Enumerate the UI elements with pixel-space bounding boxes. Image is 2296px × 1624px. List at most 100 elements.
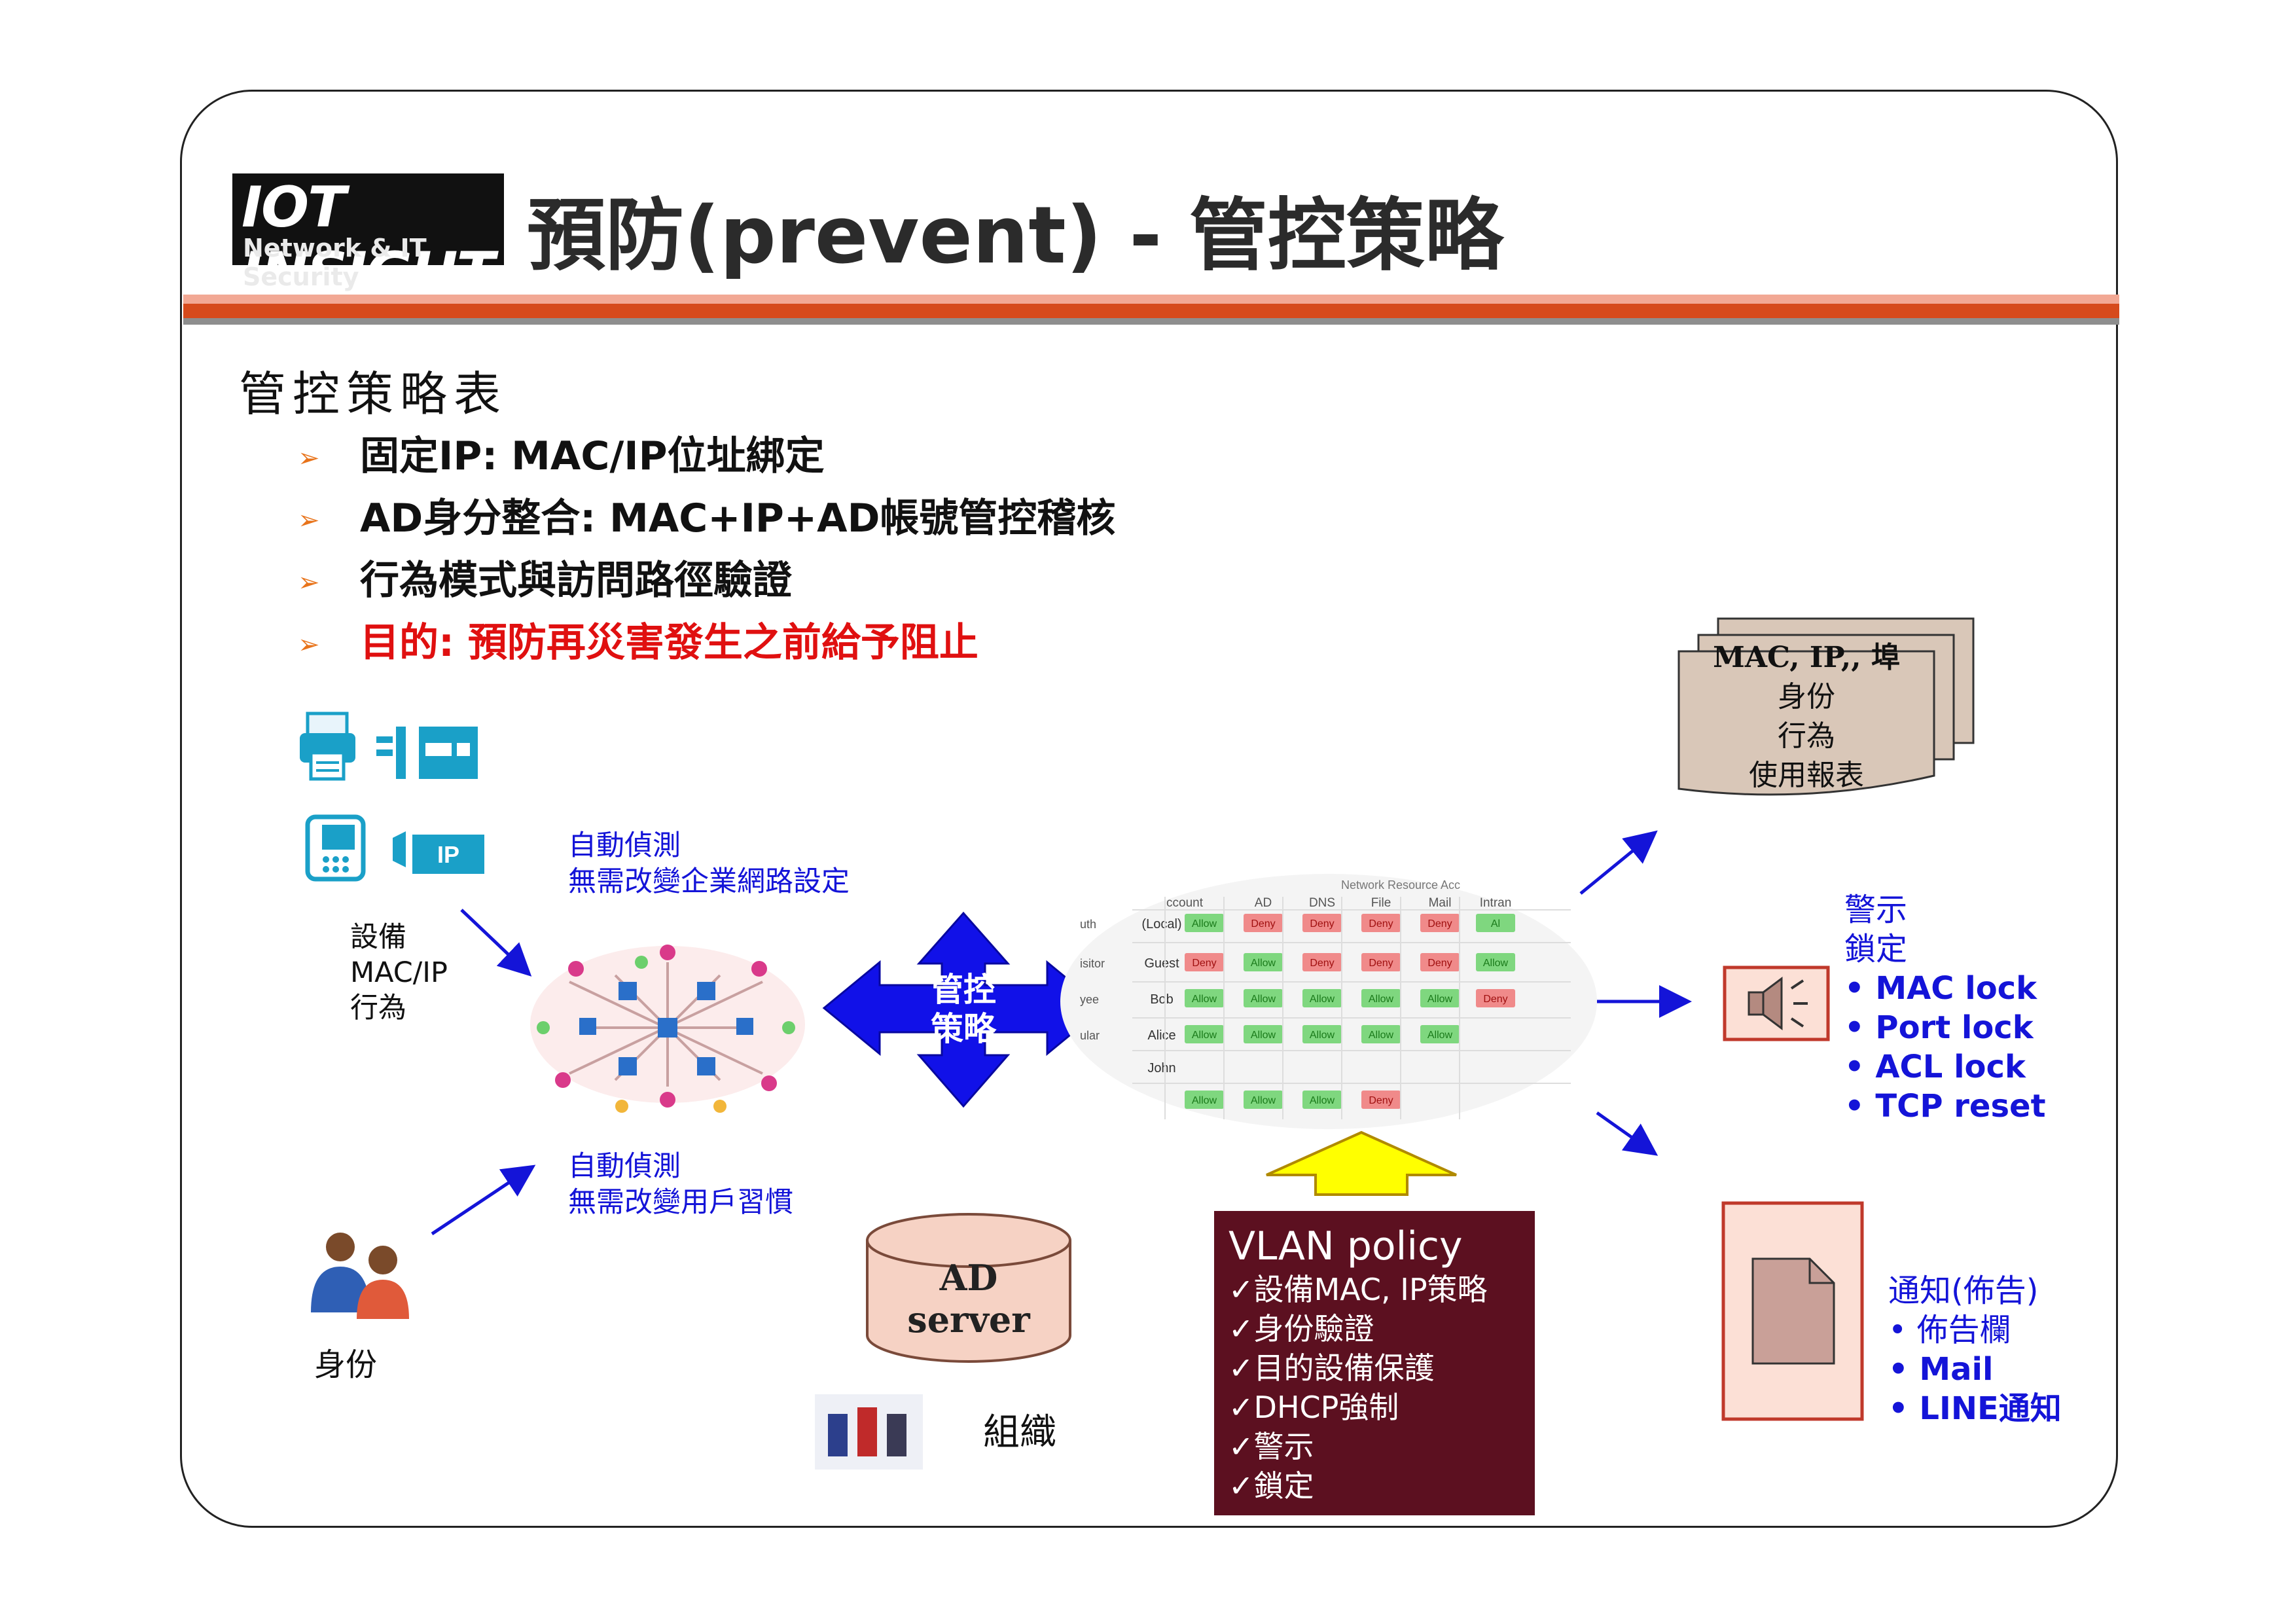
auto-detect-user-note: 自動偵測 無需改變用戶習慣 <box>568 1149 793 1221</box>
deny-cell <box>1361 1091 1401 1109</box>
notify-title: 通知(佈告) <box>1888 1272 2039 1309</box>
matrix-account-label: John <box>1147 1061 1175 1075</box>
bullet-text: AD身分整合: MAC+IP+AD帳號管控稽核 <box>360 496 1116 541</box>
matrix-cell-text: Allow <box>1483 958 1509 969</box>
notice-document-icon <box>1721 1201 1864 1421</box>
vlan-policy-item: ✓鎖定 <box>1229 1468 1314 1504</box>
policy-label-line: 管控 <box>931 971 996 1009</box>
bullet-item-goal: ➢目的: 預防再災害發生之前給予阻止 <box>298 611 978 668</box>
note-line: 自動偵測 <box>568 829 681 862</box>
matrix-account-label: Alice <box>1147 1028 1175 1043</box>
report-line: 身份 <box>1778 680 1835 713</box>
alert-item: • MAC lock <box>1844 970 2037 1007</box>
policy-center-label: 管控 策略 <box>911 970 1016 1049</box>
allow-cell <box>1185 1091 1224 1109</box>
allow-cell <box>1476 953 1515 971</box>
slide-frame <box>180 90 2118 1528</box>
matrix-cell-text: Allow <box>1251 1095 1276 1106</box>
arrow-identity-to-network <box>431 1164 536 1236</box>
report-line: 行為 <box>1778 719 1835 753</box>
matrix-cell-text: Allow <box>1192 918 1217 929</box>
matrix-group-label: uth <box>1080 918 1096 931</box>
arrow-bullet-icon: ➢ <box>298 568 320 598</box>
arrow-bullet-icon: ➢ <box>298 443 320 474</box>
matrix-cell-text: Allow <box>1192 1095 1217 1106</box>
matrix-cell-text: Allow <box>1427 994 1453 1005</box>
matrix-cell-text: Deny <box>1369 1095 1393 1106</box>
matrix-header-title: Network Resource Acc <box>1341 878 1460 892</box>
allow-cell <box>1361 989 1401 1007</box>
vlan-policy-item: ✓DHCP強制 <box>1229 1390 1399 1425</box>
title-bar-gray <box>183 318 2119 325</box>
allow-cell <box>1420 989 1460 1007</box>
vlan-policy-box: VLAN policy ✓設備MAC, IP策略 ✓身份驗證 ✓目的設備保護 ✓… <box>1214 1211 1535 1515</box>
matrix-cell-text: Allow <box>1427 1030 1453 1041</box>
matrix-cell-text: Deny <box>1310 918 1334 929</box>
bullet-item: ➢行為模式與訪問路徑驗證 <box>298 549 792 605</box>
logo-line2: Network & IT Security <box>243 234 427 291</box>
people-icon <box>311 1233 409 1319</box>
identity-label: 身份 <box>314 1346 378 1383</box>
matrix-cell-text: Allow <box>1310 1030 1335 1041</box>
bullet-text: 固定IP: MAC/IP位址綁定 <box>360 433 825 479</box>
deny-cell <box>1420 953 1460 971</box>
alert-item: • TCP reset <box>1844 1088 2046 1125</box>
alert-actions: 警示 鎖定 • MAC lock • Port lock • ACL lock … <box>1844 890 2046 1126</box>
report-line: MAC, IP,, 埠 <box>1713 641 1900 674</box>
organization-label: 組織 <box>983 1411 1056 1454</box>
matrix-cell-text: Deny <box>1310 958 1334 969</box>
deny-cell <box>1361 914 1401 932</box>
deny-cell <box>1302 953 1342 971</box>
allow-cell <box>1185 1025 1224 1043</box>
deny-cell <box>1302 914 1342 932</box>
device-icons: IP <box>300 712 484 882</box>
bullet-text: 目的: 預防再災害發生之前給予阻止 <box>360 620 978 666</box>
allow-cell <box>1185 989 1224 1007</box>
notify-item: • 佈告欄 <box>1888 1312 2011 1348</box>
matrix-cell-text: Deny <box>1192 958 1216 969</box>
auto-detect-network-note: 自動偵測 無需改變企業網路設定 <box>568 828 850 900</box>
matrix-cell-text: Allow <box>1251 958 1276 969</box>
title-bar-accent <box>183 304 2119 318</box>
matrix-cell-text: Allow <box>1310 994 1335 1005</box>
allow-cell <box>1361 1025 1401 1043</box>
allow-cell <box>1244 989 1283 1007</box>
network-cluster-icon <box>530 945 805 1113</box>
report-line: 使用報表 <box>1749 759 1864 792</box>
organization-image <box>815 1394 923 1470</box>
matrix-cell-text: Allow <box>1251 1030 1276 1041</box>
matrix-column-header: Intran <box>1480 896 1512 910</box>
arrow-device-to-network <box>460 909 532 977</box>
page-title: 預防(prevent) - 管控策略 <box>527 190 1503 281</box>
note-line: 無需改變企業網路設定 <box>568 865 850 898</box>
matrix-group-label: isitor <box>1080 957 1105 970</box>
section-heading: 管控策略表 <box>239 367 508 422</box>
matrix-group-label: ular <box>1080 1029 1100 1042</box>
title-bar-light <box>183 295 2119 304</box>
vlan-policy-item: ✓目的設備保護 <box>1229 1350 1435 1386</box>
matrix-column-header: Mail <box>1429 896 1452 910</box>
deny-cell <box>1476 989 1515 1007</box>
allow-cell <box>1244 1025 1283 1043</box>
allow-cell <box>1420 1025 1460 1043</box>
allow-cell <box>1302 1025 1342 1043</box>
ad-server-label: AD server <box>861 1257 1077 1341</box>
ad-label-line: AD <box>939 1257 998 1299</box>
matrix-cell-text: Deny <box>1427 918 1452 929</box>
matrix-column-header: ccount <box>1166 896 1204 910</box>
notify-actions: 通知(佈告) • 佈告欄 • Mail • LINE通知 <box>1888 1271 2062 1428</box>
bullet-item: ➢AD身分整合: MAC+IP+AD帳號管控稽核 <box>298 486 1115 543</box>
matrix-account-label: Bob <box>1150 992 1174 1007</box>
matrix-cell-text: Deny <box>1251 918 1275 929</box>
alert-title: 警示 <box>1844 892 1908 928</box>
matrix-column-header: DNS <box>1309 896 1335 910</box>
device-label-line: 行為 <box>350 992 406 1024</box>
ip-camera-icon: IP <box>393 831 484 874</box>
policy-four-way-arrow <box>822 911 1105 1108</box>
lock-title: 鎖定 <box>1844 931 1908 967</box>
alert-item: • Port lock <box>1844 1009 2034 1046</box>
matrix-account-label: Guest <box>1144 956 1179 971</box>
allow-cell <box>1302 1091 1342 1109</box>
matrix-cell-text: Allow <box>1251 994 1276 1005</box>
